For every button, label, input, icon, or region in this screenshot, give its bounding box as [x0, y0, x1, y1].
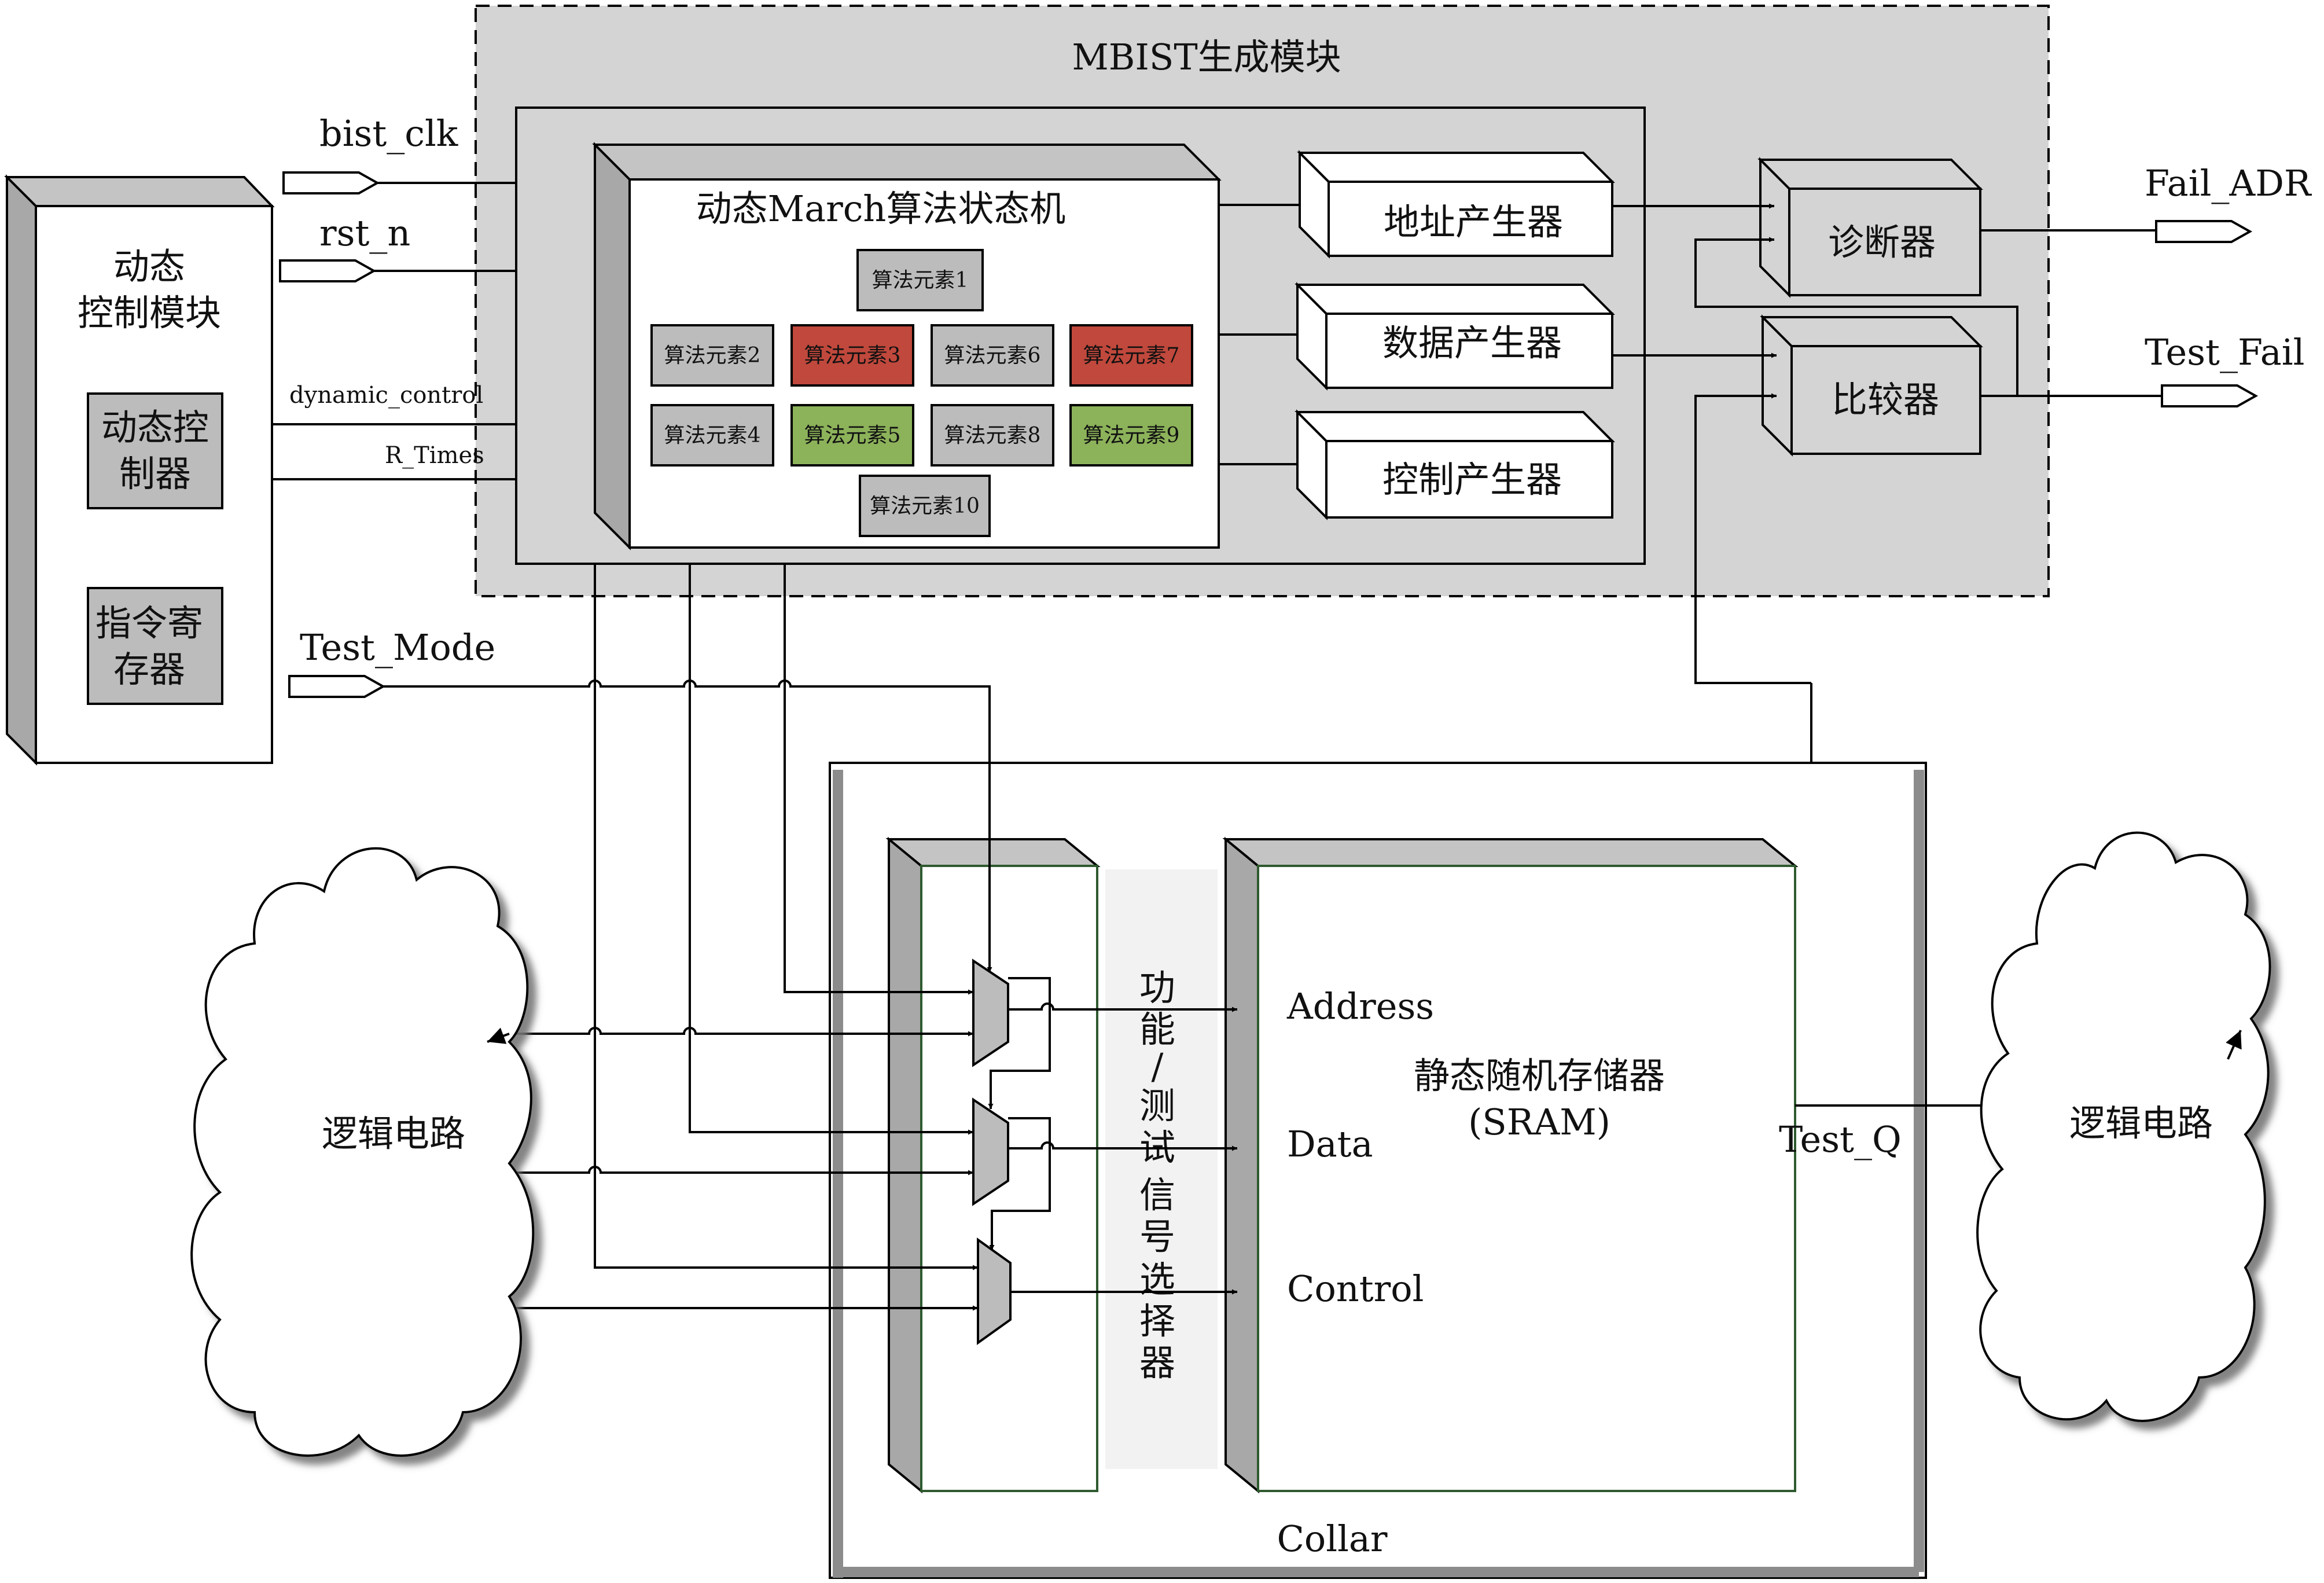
- address-generator: 地址产生器: [1297, 150, 1615, 259]
- functional-path: [509, 1027, 978, 1311]
- sram-subtitle: (SRAM): [1468, 1101, 1610, 1143]
- dynamic-control-title-1: 动态: [113, 245, 185, 288]
- logic-left-label: 逻辑电路: [322, 1112, 465, 1155]
- selector-char-7: 号: [1139, 1215, 1175, 1258]
- sram-port-address: Address: [1286, 985, 1434, 1027]
- svg-text:算法元素1: 算法元素1: [872, 269, 969, 292]
- test-mode-port: [288, 675, 386, 698]
- mux-address: [972, 958, 1009, 1067]
- fail-adr-label: Fail_ADR: [2145, 162, 2312, 204]
- test-fail-label: Test_Fail: [2145, 331, 2304, 373]
- march-fsm: 动态March算法状态机 算法元素1 算法元素2 算法元素3 算法元素6 算法元…: [592, 142, 1222, 550]
- dynamic-controller-line-1: 动态控: [101, 406, 209, 449]
- algo-element-8: 算法元素8: [931, 404, 1054, 467]
- selector-char-10: 器: [1139, 1342, 1175, 1384]
- selector-char-3: /: [1152, 1045, 1164, 1088]
- comparator-unit: 比较器: [1760, 314, 1983, 457]
- svg-text:算法元素2: 算法元素2: [664, 344, 761, 368]
- svg-text:算法元素7: 算法元素7: [1083, 344, 1180, 368]
- diagnosis-label: 诊断器: [1828, 221, 1936, 263]
- svg-text:算法元素5: 算法元素5: [804, 424, 901, 447]
- sram-block: 静态随机存储器 (SRAM) Address Data Control: [1222, 836, 1799, 1494]
- algo-element-4: 算法元素4: [650, 404, 774, 467]
- diagnosis-unit: 诊断器: [1757, 157, 1983, 298]
- svg-text:算法元素10: 算法元素10: [870, 494, 980, 518]
- algo-element-9: 算法元素9: [1069, 404, 1193, 467]
- selector-char-8: 选: [1139, 1258, 1175, 1301]
- instruction-register-line-1: 指令寄: [95, 602, 203, 644]
- svg-text:算法元素3: 算法元素3: [804, 344, 901, 368]
- selector-char-4: 测: [1139, 1085, 1175, 1127]
- logic-cloud-left: 逻辑电路: [190, 847, 535, 1457]
- sram-port-data: Data: [1287, 1123, 1373, 1165]
- selector-char-6: 信: [1139, 1174, 1175, 1216]
- logic-right-label: 逻辑电路: [2069, 1102, 2213, 1144]
- algo-element-1: 算法元素1: [856, 249, 984, 311]
- algo-element-6: 算法元素6: [931, 324, 1054, 387]
- mbist-title: MBIST生成模块: [1072, 36, 1341, 78]
- selector-char-1: 功: [1139, 967, 1175, 1009]
- control-generator: 控制产生器: [1295, 409, 1615, 520]
- algo-element-2: 算法元素2: [650, 324, 774, 387]
- fail-adr-port: [2155, 220, 2253, 243]
- selector-char-2: 能: [1139, 1008, 1175, 1051]
- algo-element-7: 算法元素7: [1069, 324, 1193, 387]
- dynamic-controller-box: [87, 392, 223, 509]
- svg-text:算法元素9: 算法元素9: [1083, 424, 1180, 447]
- sram-port-control: Control: [1287, 1268, 1424, 1310]
- instruction-register-box: [87, 587, 223, 705]
- svg-text:算法元素6: 算法元素6: [944, 344, 1041, 368]
- dynamic-control-module: 动态 控制模块 动态控 制器 指令寄 存器: [4, 174, 275, 766]
- algo-element-5: 算法元素5: [790, 404, 914, 467]
- logic-cloud-right: 逻辑电路: [1976, 831, 2271, 1422]
- r-times-label: R_Times: [385, 442, 484, 469]
- instruction-register-line-2: 存器: [113, 648, 185, 691]
- mux-outputs: [1008, 1002, 1237, 1295]
- control-generator-label: 控制产生器: [1382, 458, 1562, 501]
- selector-char-9: 择: [1139, 1300, 1175, 1342]
- dynamic-controller-line-2: 制器: [119, 453, 191, 495]
- rst-n-port: [279, 259, 377, 282]
- svg-text:算法元素4: 算法元素4: [664, 424, 761, 447]
- function-test-selector: 功 能 / 测 试 信 号 选 择 器: [1105, 869, 1218, 1469]
- rst-n-label: rst_n: [319, 212, 410, 254]
- sram-title: 静态随机存储器: [1414, 1055, 1665, 1097]
- algo-element-10: 算法元素10: [859, 475, 991, 537]
- data-generator-label: 数据产生器: [1382, 322, 1562, 364]
- mux-data: [972, 1097, 1009, 1206]
- input-signals: [272, 171, 516, 698]
- dynamic-control-title-2: 控制模块: [78, 292, 221, 334]
- mbist-test-signals: [594, 564, 978, 1270]
- test-mode-label: Test_Mode: [300, 626, 495, 669]
- comparator-label: 比较器: [1832, 379, 1939, 421]
- data-generator: 数据产生器: [1295, 282, 1615, 391]
- output-ports: [2155, 220, 2259, 407]
- fsm-title: 动态March算法状态机: [696, 188, 1066, 230]
- bist-clk-port: [282, 171, 380, 194]
- collar-label: Collar: [1277, 1518, 1387, 1560]
- address-generator-label: 地址产生器: [1384, 201, 1563, 243]
- fsm-to-generators: [1219, 204, 1300, 465]
- bist-clk-label: bist_clk: [319, 112, 458, 155]
- test-fail-port: [2161, 384, 2259, 407]
- dynamic-control-label: dynamic_control: [289, 382, 483, 409]
- algo-element-3: 算法元素3: [790, 324, 914, 387]
- test-q-label: Test_Q: [1779, 1118, 1902, 1160]
- svg-text:算法元素8: 算法元素8: [944, 424, 1041, 447]
